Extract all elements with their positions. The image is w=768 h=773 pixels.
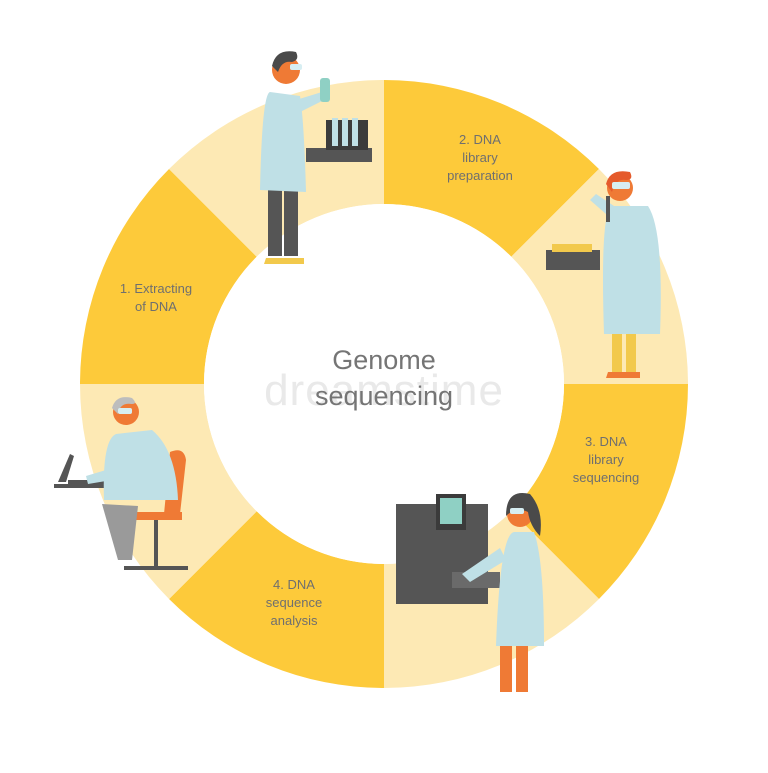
center-title: Genome sequencing [314, 345, 454, 411]
scientist-pipette-icon [546, 171, 661, 378]
step-1-label: 1. Extracting of DNA [119, 281, 193, 314]
ring-segment-3b [384, 511, 599, 688]
scientist-test-tube-icon [260, 51, 372, 264]
ring-segment-1 [80, 169, 257, 384]
step-4-label: 4. DNA sequence analysis [265, 577, 323, 628]
step-2-label: 2. DNA library preparation [447, 132, 513, 183]
scientist-laptop-icon [54, 397, 188, 570]
ring-segment-2 [384, 80, 599, 257]
step-3-label: 3. DNA library sequencing [572, 434, 640, 485]
ring-center [204, 204, 564, 564]
scientist-sequencer-icon [396, 492, 544, 692]
ring-segment-4 [169, 511, 384, 688]
watermark-text: dreamstime [264, 366, 504, 415]
ring-segment-3 [511, 384, 688, 599]
